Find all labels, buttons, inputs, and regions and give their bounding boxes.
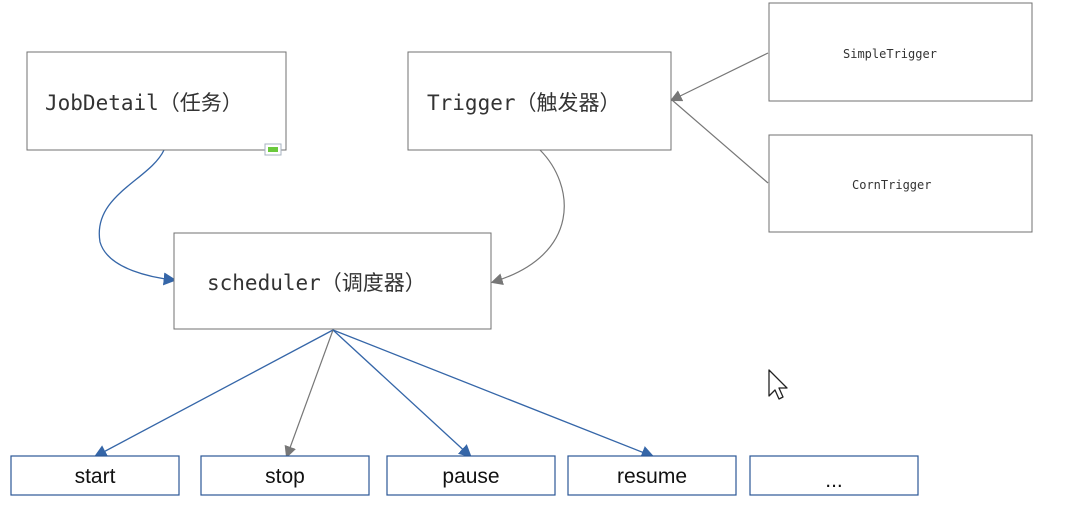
corntrigger-node[interactable]: CornTrigger [768, 134, 1033, 233]
trigger-node[interactable]: Trigger（触发器） [407, 51, 672, 151]
action-stop[interactable]: stop [200, 455, 370, 496]
scheduler-node[interactable]: scheduler（调度器） [173, 232, 492, 330]
scheduler-label: scheduler（调度器） [207, 271, 426, 295]
simpletrigger-node[interactable]: SimpleTrigger [768, 2, 1033, 102]
action-start[interactable]: start [10, 455, 180, 496]
action-resume-label: resume [617, 465, 687, 488]
action-stop-label: stop [265, 465, 305, 488]
mouse-pointer-icon [768, 369, 788, 400]
resize-handle-icon[interactable] [264, 143, 282, 156]
action-more-label: ... [825, 469, 843, 492]
scheduler-to-stop-connector [284, 329, 334, 459]
scheduler-to-start-connector [93, 329, 334, 458]
scheduler-to-pause-connector [332, 329, 472, 458]
trigger-label: Trigger（触发器） [427, 91, 621, 115]
trigger-to-scheduler-connector [490, 149, 565, 285]
action-start-label: start [75, 465, 116, 488]
action-resume[interactable]: resume [567, 455, 737, 496]
jobdetail-to-scheduler-connector [98, 149, 177, 286]
simpletrigger-to-trigger-connector [669, 52, 769, 102]
action-pause-label: pause [442, 465, 499, 488]
corntrigger-to-trigger-connector [671, 99, 769, 184]
action-more[interactable]: ... [749, 455, 919, 496]
jobdetail-label: JobDetail（任务） [45, 91, 243, 115]
jobdetail-node[interactable]: JobDetail（任务） [26, 51, 287, 156]
scheduler-to-resume-connector [332, 329, 655, 459]
corntrigger-label: CornTrigger [852, 178, 931, 192]
simpletrigger-label: SimpleTrigger [843, 47, 937, 61]
action-pause[interactable]: pause [386, 455, 556, 496]
